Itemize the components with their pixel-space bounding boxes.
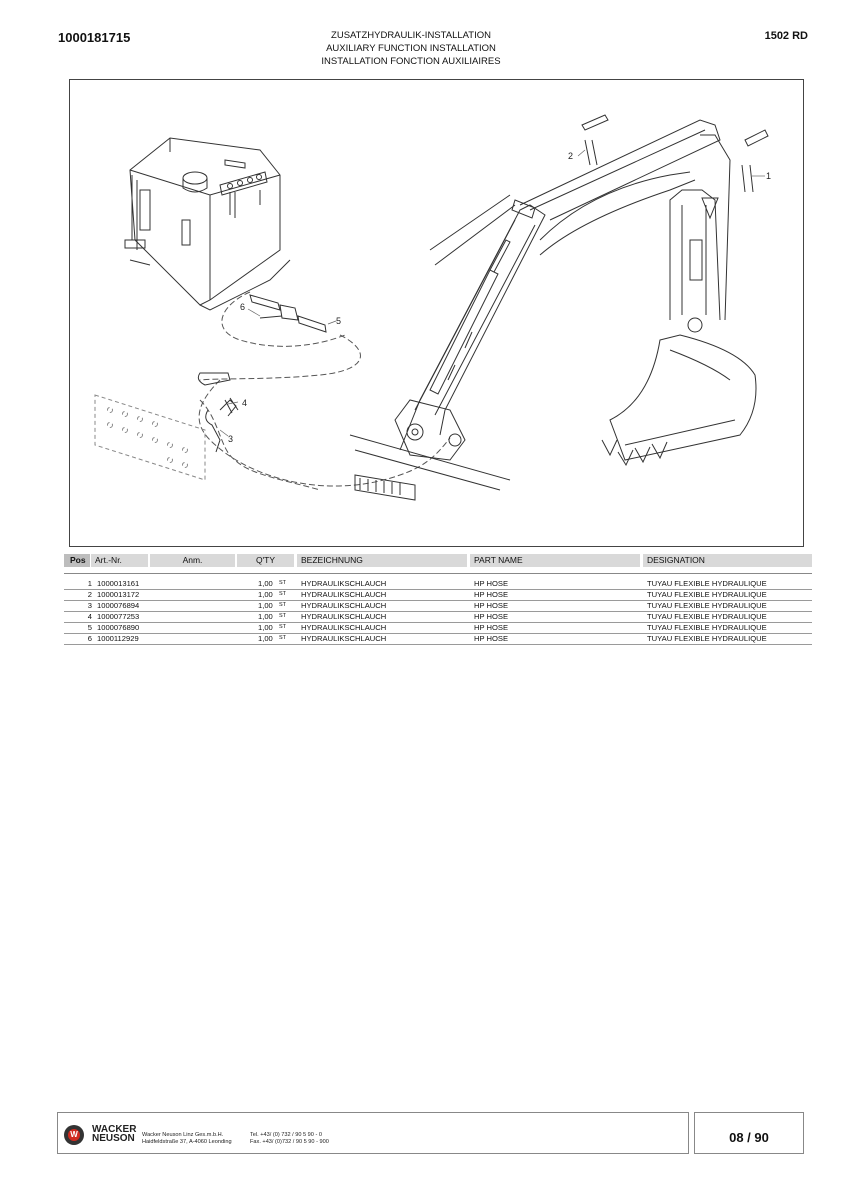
brand-line-1: WACKER [92,1124,137,1135]
callout-2: 2 [568,151,573,161]
page-number-box: 08 / 90 [694,1112,804,1154]
row-qty: 1,00 [258,579,273,588]
row-bezeichnung: HYDRAULIKSCHLAUCH [301,612,387,621]
row-designation: TUYAU FLEXIBLE HYDRAULIQUE [647,590,767,599]
page-titles: ZUSATZHYDRAULIK-INSTALLATION AUXILIARY F… [200,29,622,68]
row-part-name: HP HOSE [474,590,509,599]
wacker-neuson-logo-icon: W [64,1125,84,1145]
row-unit: ST [279,635,287,641]
company-name: Wacker Neuson Linz Ges.m.b.H. [142,1132,224,1138]
street-address: Haidfeldstraße 37, A-4060 Leonding [142,1139,232,1145]
callout-4: 4 [242,398,247,408]
title-en: AUXILIARY FUNCTION INSTALLATION [326,43,496,54]
col-header-anm: Anm. [150,554,235,567]
telephone: Tel. +43/ (0) 732 / 90 5 90 - 0 [250,1132,322,1138]
valve-block-drawing [94,394,206,481]
row-pos: 3 [87,601,92,610]
row-art-nr: 1000013172 [97,590,140,599]
row-unit: ST [279,591,287,597]
company-address: Wacker Neuson Linz Ges.m.b.H. Haidfeldst… [142,1132,232,1146]
title-de: ZUSATZHYDRAULIK-INSTALLATION [331,30,491,41]
row-pos: 4 [87,612,92,621]
row-pos: 5 [87,623,92,632]
stick-drawing [669,134,731,333]
company-contact: Tel. +43/ (0) 732 / 90 5 90 - 0 Fax. +43… [250,1132,329,1146]
row-part-name: HP HOSE [474,612,509,621]
row-designation: TUYAU FLEXIBLE HYDRAULIQUE [647,612,767,621]
row-designation: TUYAU FLEXIBLE HYDRAULIQUE [647,623,767,632]
fax: Fax. +43/ (0)732 / 90 5 90 - 900 [250,1139,329,1145]
boom-drawing [399,119,721,451]
table-row: 3 1000076894 1,00 ST HYDRAULIKSCHLAUCH H… [64,600,812,612]
row-bezeichnung: HYDRAULIKSCHLAUCH [301,601,387,610]
boom-fitting-1-2 [581,114,769,220]
col-header-bezeichnung: BEZEICHNUNG [297,554,467,567]
row-unit: ST [279,624,287,630]
table-row: 4 1000077253 1,00 ST HYDRAULIKSCHLAUCH H… [64,611,812,623]
table-row: 5 1000076890 1,00 ST HYDRAULIKSCHLAUCH H… [64,622,812,634]
row-unit: ST [279,602,287,608]
hydraulic-tank-drawing [124,137,291,311]
callout-1: 1 [766,171,771,181]
row-art-nr: 1000077253 [97,612,140,621]
row-pos: 2 [87,590,92,599]
row-designation: TUYAU FLEXIBLE HYDRAULIQUE [647,579,767,588]
page-number: 08 / 90 [729,1130,769,1145]
boom-cylinder-drawing [429,239,511,395]
swing-bracket-drawing [349,399,511,501]
row-bezeichnung: HYDRAULIKSCHLAUCH [301,634,387,643]
row-pos: 1 [87,579,92,588]
row-qty: 1,00 [258,601,273,610]
table-row: 1 1000013161 1,00 ST HYDRAULIKSCHLAUCH H… [64,578,812,590]
col-header-qty: Q'TY [237,554,294,567]
col-header-art-nr: Art.-Nr. [91,554,148,567]
row-designation: TUYAU FLEXIBLE HYDRAULIQUE [647,634,767,643]
col-header-pos: Pos [64,554,90,567]
excavator-arm-illustration: 1 2 3 4 5 6 [94,114,771,501]
brand-name: WACKER NEUSON [92,1124,137,1144]
row-designation: TUYAU FLEXIBLE HYDRAULIQUE [647,601,767,610]
row-qty: 1,00 [258,612,273,621]
row-art-nr: 1000076894 [97,601,140,610]
row-art-nr: 1000076890 [97,623,140,632]
bucket-drawing [601,334,757,467]
footer-info-box: W WACKER NEUSON Wacker Neuson Linz Ges.m… [57,1112,689,1154]
col-header-designation: DESIGNATION [643,554,812,567]
callout-5: 5 [336,316,341,326]
table-row: 2 1000013172 1,00 ST HYDRAULIKSCHLAUCH H… [64,589,812,601]
model-name: 1502 RD [764,30,808,42]
hose-fitting-6-5 [249,294,327,333]
row-bezeichnung: HYDRAULIKSCHLAUCH [301,623,387,632]
row-part-name: HP HOSE [474,601,509,610]
brand-line-2: NEUSON [92,1133,135,1144]
row-qty: 1,00 [258,590,273,599]
row-unit: ST [279,613,287,619]
row-bezeichnung: HYDRAULIKSCHLAUCH [301,590,387,599]
callout-3: 3 [228,434,233,444]
row-art-nr: 1000112929 [97,634,139,643]
row-art-nr: 1000013161 [97,579,140,588]
row-bezeichnung: HYDRAULIKSCHLAUCH [301,579,387,588]
row-part-name: HP HOSE [474,579,509,588]
table-top-rule [64,573,812,574]
row-unit: ST [279,580,287,586]
exploded-view-drawing: 1 2 3 4 5 6 [69,79,804,547]
doc-number: 1000181715 [58,30,131,45]
table-row: 6 1000112929 1,00 ST HYDRAULIKSCHLAUCH H… [64,633,812,645]
title-fr: INSTALLATION FONCTION AUXILIAIRES [321,56,501,67]
col-header-part-name: PART NAME [470,554,640,567]
row-qty: 1,00 [258,634,273,643]
row-pos: 6 [87,634,92,643]
row-part-name: HP HOSE [474,634,509,643]
row-part-name: HP HOSE [474,623,509,632]
callout-6: 6 [240,302,245,312]
row-qty: 1,00 [258,623,273,632]
